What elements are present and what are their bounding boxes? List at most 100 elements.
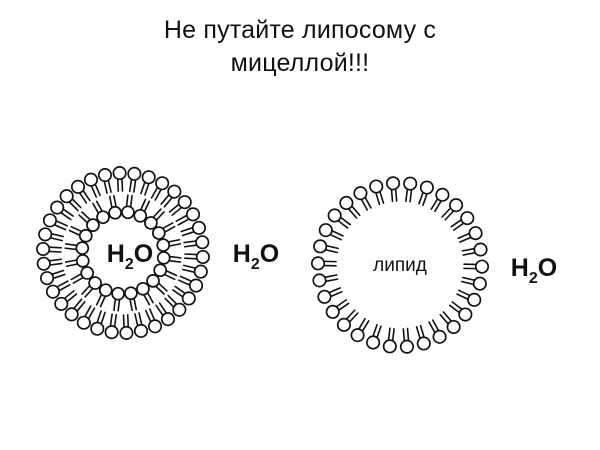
phospholipid-micelle <box>439 311 461 335</box>
phospholipid-inner <box>153 263 178 281</box>
phospholipid-outer <box>145 308 163 334</box>
phospholipid-outer <box>184 249 210 265</box>
phospholipid-inner <box>95 283 113 308</box>
phospholipid-outer <box>133 312 149 338</box>
phospholipid-micelle <box>399 327 414 354</box>
phospholipid-inner <box>108 194 122 220</box>
phospholipid-micelle <box>382 327 397 354</box>
formula-subscript: 2 <box>529 270 538 287</box>
phospholipid-micelle <box>369 179 385 206</box>
phospholipid-micelle <box>463 259 490 274</box>
title-line-2: мицеллой!!! <box>230 49 370 77</box>
phospholipid-micelle <box>339 195 361 219</box>
phospholipid-inner <box>78 211 100 232</box>
liposome-diagram: H2O H2O <box>36 166 279 340</box>
phospholipid-inner <box>144 208 165 230</box>
phospholipid-outer <box>54 290 78 311</box>
phospholipid-micelle <box>418 180 434 207</box>
phospholipid-inner <box>92 200 110 225</box>
phospholipid-outer <box>182 264 208 279</box>
phospholipid-inner <box>70 266 95 284</box>
phospholipid-micelle <box>461 276 487 291</box>
phospholipid-outer <box>39 269 66 286</box>
phospholipid-micelle <box>318 223 344 241</box>
phospholipid-micelle <box>441 198 464 221</box>
phospholipid-outer <box>36 241 62 257</box>
phospholipid-outer <box>175 207 201 226</box>
phospholipid-outer <box>104 313 119 340</box>
phospholipid-micelle <box>461 242 488 257</box>
phospholipid-inner <box>81 276 102 298</box>
formula-tail: O <box>260 240 279 268</box>
phospholipid-inner <box>136 281 154 306</box>
liposome-outer-water-label: H2O <box>233 240 279 273</box>
phospholipid-inner <box>68 225 93 243</box>
phospholipid-inner <box>111 286 125 312</box>
phospholipid-micelle <box>325 299 350 319</box>
phospholipid-outer <box>172 285 196 306</box>
phospholipid-outer <box>180 220 206 237</box>
phospholipid-outer <box>155 302 176 327</box>
phospholipid-micelle <box>450 211 475 231</box>
phospholipid-micelle <box>312 273 339 288</box>
phospholipid-micelle <box>448 301 473 322</box>
phospholipid-micelle <box>353 186 372 211</box>
phospholipid-micelle <box>456 289 482 307</box>
phospholipid-outer <box>97 168 113 194</box>
phospholipid-inner <box>156 238 182 252</box>
phospholipid-outer <box>164 294 187 317</box>
micelle-monolayer <box>310 176 490 354</box>
phospholipid-micelle <box>386 176 401 203</box>
phospholipid-micelle <box>457 226 483 243</box>
phospholipid-inner <box>156 251 182 265</box>
title-line-1: Не путайте липосому с <box>163 16 437 44</box>
formula-base: H <box>233 240 251 268</box>
phospholipid-micelle <box>327 208 352 229</box>
phospholipid-outer <box>140 170 156 196</box>
formula-tail: O <box>134 240 153 268</box>
formula-base: H <box>511 254 529 282</box>
phospholipid-outer <box>150 176 170 201</box>
phospholipid-inner <box>133 198 151 223</box>
phospholipid-micelle <box>430 187 450 213</box>
phospholipid-outer <box>90 310 106 336</box>
phospholipid-inner <box>64 254 90 268</box>
phospholipid-micelle <box>366 323 382 350</box>
phospholipid-micelle <box>350 317 370 343</box>
phospholipid-inner <box>151 222 176 240</box>
phospholipid-outer <box>42 213 69 231</box>
liposome-inner-leaflet <box>64 194 182 312</box>
phospholipid-outer <box>64 298 86 322</box>
phospholipid-outer <box>38 227 64 242</box>
phospholipid-outer <box>112 166 127 192</box>
micelle-diagram: липид H2O <box>310 176 557 354</box>
phospholipid-micelle <box>336 309 359 332</box>
phospholipid-outer <box>36 256 63 271</box>
phospholipid-outer <box>59 189 82 212</box>
phospholipid-outer <box>177 275 204 293</box>
phospholipid-micelle <box>313 239 339 254</box>
phospholipid-outer <box>183 235 210 250</box>
phospholipid-micelle <box>403 176 418 203</box>
phospholipid-inner <box>64 241 90 255</box>
phospholipid-outer <box>83 172 101 198</box>
phospholipid-micelle <box>317 287 343 304</box>
micelle-outer-water-label: H2O <box>511 254 557 287</box>
phospholipid-inner <box>124 286 138 312</box>
slide-title: Не путайте липосому с мицеллой!!! <box>0 14 600 80</box>
formula-subscript: 2 <box>125 256 134 273</box>
phospholipid-outer <box>45 280 71 299</box>
phospholipid-outer <box>76 305 96 330</box>
phospholipid-micelle <box>428 319 447 344</box>
phospholipid-outer <box>119 314 134 340</box>
phospholipid-micelle <box>310 256 337 271</box>
phospholipid-inner <box>146 274 168 295</box>
formula-base: H <box>107 240 125 268</box>
formula-tail: O <box>538 254 557 282</box>
phospholipid-micelle <box>415 324 431 351</box>
phospholipid-outer <box>160 184 182 208</box>
formula-subscript: 2 <box>251 256 260 273</box>
liposome-inner-water-label: H2O <box>107 240 153 273</box>
